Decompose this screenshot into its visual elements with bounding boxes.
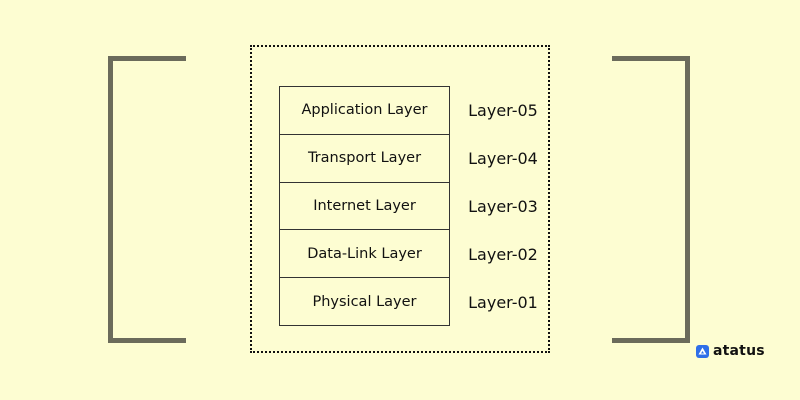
dotted-frame — [250, 45, 550, 353]
right-bracket — [612, 56, 690, 343]
atatus-logo-icon — [696, 344, 709, 358]
layer-number-05: Layer-05 — [468, 100, 538, 120]
layer-cell-internet: Internet Layer — [280, 181, 449, 230]
layer-cell-transport: Transport Layer — [280, 133, 449, 182]
layer-number-04: Layer-04 — [468, 148, 538, 168]
layer-number-02: Layer-02 — [468, 244, 538, 264]
layer-stack: Application Layer Transport Layer Intern… — [279, 86, 450, 326]
layer-number-01: Layer-01 — [468, 292, 538, 312]
layer-number-03: Layer-03 — [468, 196, 538, 216]
layer-cell-physical: Physical Layer — [280, 277, 449, 325]
layer-cell-application: Application Layer — [301, 102, 428, 119]
layer-cell-data-link: Data-Link Layer — [280, 229, 449, 277]
brand-name: atatus — [713, 343, 765, 359]
left-bracket — [108, 56, 186, 343]
brand-logo: atatus — [696, 343, 765, 359]
layer-number-labels: Layer-05 Layer-04 Layer-03 Layer-02 Laye… — [462, 86, 544, 326]
